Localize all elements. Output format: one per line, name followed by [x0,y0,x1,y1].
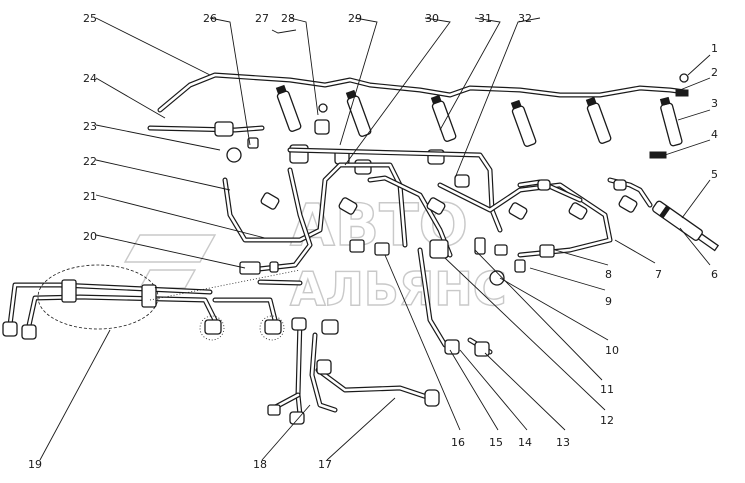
detail-circle-left [199,315,225,341]
injector-2 [345,89,372,137]
callout-3: 3 [711,97,718,110]
watermark-logo-icon [123,234,217,289]
upper-leakoff-line [147,72,688,133]
callout-labels: 1 2 3 4 5 6 7 8 9 10 11 12 13 14 15 16 1… [28,12,718,471]
callout-9: 9 [605,295,612,308]
callout-19: 19 [28,458,42,471]
callout-27: 27 [255,12,269,25]
callout-17: 17 [318,458,332,471]
callout-23: 23 [83,120,97,133]
callout-26: 26 [203,12,217,25]
injector-1 [275,84,302,132]
callout-22: 22 [83,155,97,168]
detail-ellipse-19 [37,264,159,330]
callout-4: 4 [711,128,718,141]
pipe-nuts [260,179,638,357]
leader-lines [39,17,711,461]
callout-18: 18 [253,458,267,471]
bolt-top [679,73,689,83]
detail-circle-right [259,315,285,341]
washer-bottom [649,151,667,159]
callout-6: 6 [711,268,718,281]
callout-8: 8 [605,268,612,281]
lower-left-pipes [2,261,303,341]
callout-2: 2 [711,66,718,79]
callout-28: 28 [281,12,295,25]
callout-25: 25 [83,12,97,25]
callout-24: 24 [83,72,97,85]
callout-14: 14 [518,436,532,449]
manifold-fittings [214,103,470,188]
callout-13: 13 [556,436,570,449]
washer-top [675,89,689,97]
injector-4 [510,99,537,147]
injector-6 [659,96,683,147]
callout-12: 12 [600,414,614,427]
callout-11: 11 [600,383,614,396]
lower-fuel-lines [267,317,440,425]
callout-5: 5 [711,168,718,181]
callout-21: 21 [83,190,97,203]
injectors [275,73,689,159]
callout-32: 32 [518,12,532,25]
watermark-line2: АЛЬЯНС [290,262,507,316]
callout-1: 1 [711,42,718,55]
injector-3 [430,94,457,142]
nozzle-assembly [652,200,720,252]
callout-15: 15 [489,436,503,449]
callout-31: 31 [478,12,492,25]
callout-16: 16 [451,436,465,449]
callout-20: 20 [83,230,97,243]
injector-5 [585,96,612,144]
callout-30: 30 [425,12,439,25]
callout-7: 7 [655,268,662,281]
callout-29: 29 [348,12,362,25]
callout-10: 10 [605,344,619,357]
